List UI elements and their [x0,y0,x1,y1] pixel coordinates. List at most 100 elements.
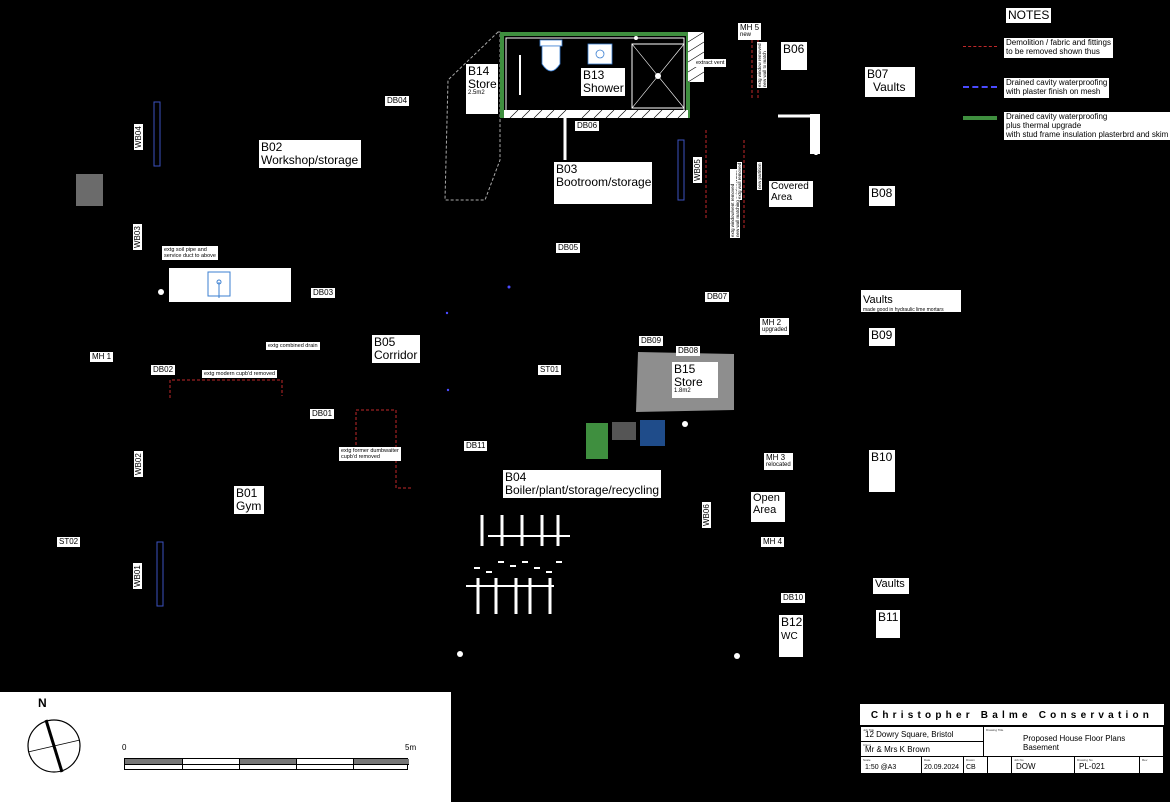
note-extract-vent: extract vent [694,59,727,68]
room-b04-code: B04 [505,470,527,484]
tb-dwg-no: PL-021 [1079,762,1105,771]
tag-mh3-note: relocated [766,462,791,469]
room-b03: B03 Bootroom/storage [554,162,652,204]
scale-bar [124,758,409,770]
vaults-low: Vaults [873,578,909,594]
tb-spacer-cell [987,756,1012,774]
tb-job-no-cell: Job No DOW [1011,756,1075,774]
room-b14-code: B14 [468,64,490,78]
tb-scale: 1:50 @A3 [865,764,897,771]
tag-mh5-note: new [740,32,752,39]
basin [587,43,613,65]
tb-date-cell: Date 20.09.2024 [921,756,964,774]
tag-wb04: WB04 [134,124,143,150]
tb-company: Christopher Balme Conservation [870,710,1154,721]
tb-dwg-no-cell: Drawing No PL-021 [1074,756,1140,774]
notes-line-waterproofing [963,86,997,88]
tag-db08: DB08 [676,346,701,357]
plan-linework [76,31,820,659]
room-b13-code: B13 [583,68,605,82]
tag-db05: DB05 [556,243,581,254]
wc-pan [541,45,561,72]
notes-line-demolition [963,46,997,47]
room-b12-name: WC [781,630,798,642]
tag-mh5: MH 5 new [738,23,762,40]
tb-company-cell: Christopher Balme Conservation [860,704,1164,726]
vaults-mid-note: made good in hydraulic lime mortars [863,306,944,313]
notes-title: NOTES [1006,8,1052,24]
tag-mh4: MH 4 [761,537,785,548]
tag-mh3: MH 3 relocated [764,453,793,470]
vaults-mid: Vaults made good in hydraulic lime morta… [861,290,961,313]
open-area: Open Area [751,492,785,522]
tag-st01: ST01 [538,365,562,376]
tag-wb06: WB06 [702,502,711,528]
room-b02: B02 Workshop/storage [259,140,361,168]
room-b12-code: B12 [781,615,803,629]
title-block: Christopher Balme Conservation Job Title… [859,703,1165,775]
tb-job-no: DOW [1016,762,1036,771]
tb-job-no-cap: Job No [1014,758,1024,762]
note-combined-drain: extg combined drain [266,342,320,351]
tb-drawing-title-cell: Drawing Title Proposed House Floor Plans… [983,726,1164,757]
shower-room-hatch [504,110,688,118]
room-b05: B05 Corridor [372,335,420,363]
room-b04: B04 Boiler/plant/storage/recycling [503,470,661,498]
tag-db04: DB04 [385,96,410,107]
tb-drawing-title: Proposed House Floor Plans Basement [1023,734,1126,753]
tb-rev-cell: Rev [1139,756,1164,774]
tag-wb03: WB03 [133,224,142,250]
tag-db11: DB11 [464,441,488,452]
tb-drawn: CB [966,764,976,771]
tag-st02: ST02 [57,537,81,548]
tag-mh3-code: MH 3 [766,453,786,462]
room-b11: B11 [876,610,900,638]
tag-wb01: WB01 [133,563,142,589]
b02-grey-block [76,174,103,206]
tb-dwg-no-cap: Drawing No [1077,758,1093,762]
tag-wb05: WB05 [693,157,702,183]
north-arrow-icon [27,719,81,773]
room-b12: B12 WC [779,615,803,657]
tag-db03: DB03 [311,288,336,299]
note-vertical-3: extg wall removed [737,161,743,200]
north-label: N [38,696,47,710]
plant-blue [640,420,665,446]
covered-area: Covered Area [769,181,813,207]
room-b03-code: B03 [556,162,578,176]
tag-mh1: MH 1 [90,352,114,363]
tb-date: 20.09.2024 [924,764,960,771]
room-b07-code: B07 [867,67,889,81]
tb-rev-cap: Rev [1142,758,1148,762]
room-b11-code: B11 [878,610,899,624]
tb-scale-cap: Scale [863,758,871,762]
room-b08: B08 [869,186,895,206]
plant-green [586,423,608,459]
notes-item-demolition: Demolition / fabric and fittings to be r… [1004,38,1113,58]
wb01-bar [156,541,164,607]
room-b14-name: Store [468,76,497,91]
tb-job-title: 12 Dowry Square, Bristol [865,730,954,739]
room-b14: B14 Store 2.5m2 [466,64,498,114]
tb-drawn-cell: Drawn CB [963,756,988,774]
tag-mh2: MH 2 upgraded [760,318,790,335]
room-b14-area: 2.5m2 [468,90,485,97]
room-b10: B10 [869,450,895,492]
room-b05-name: Corridor [374,347,418,362]
notes-line-thermal [963,116,997,120]
tag-mh2-note: upgraded [762,327,788,334]
room-b09: B09 [869,328,895,346]
scale-end: 5m [405,743,417,752]
note-vertical-4: new partition [757,162,763,190]
room-b15-name: Store [674,374,703,389]
room-b07: B07 Vaults [865,67,915,97]
tag-db02: DB02 [151,365,176,376]
scale-start: 0 [122,743,127,752]
room-b13: B13 Shower [581,68,625,96]
rack-dashes [474,561,562,573]
tb-client-cell: Client Mr & Mrs K Brown [860,741,984,757]
room-b09-code: B09 [871,328,893,342]
note-dumbwaiter: extg former dumbwaiter cupb'd removed [339,447,401,462]
wb05-bar [677,139,685,201]
room-b05-code: B05 [374,335,396,349]
